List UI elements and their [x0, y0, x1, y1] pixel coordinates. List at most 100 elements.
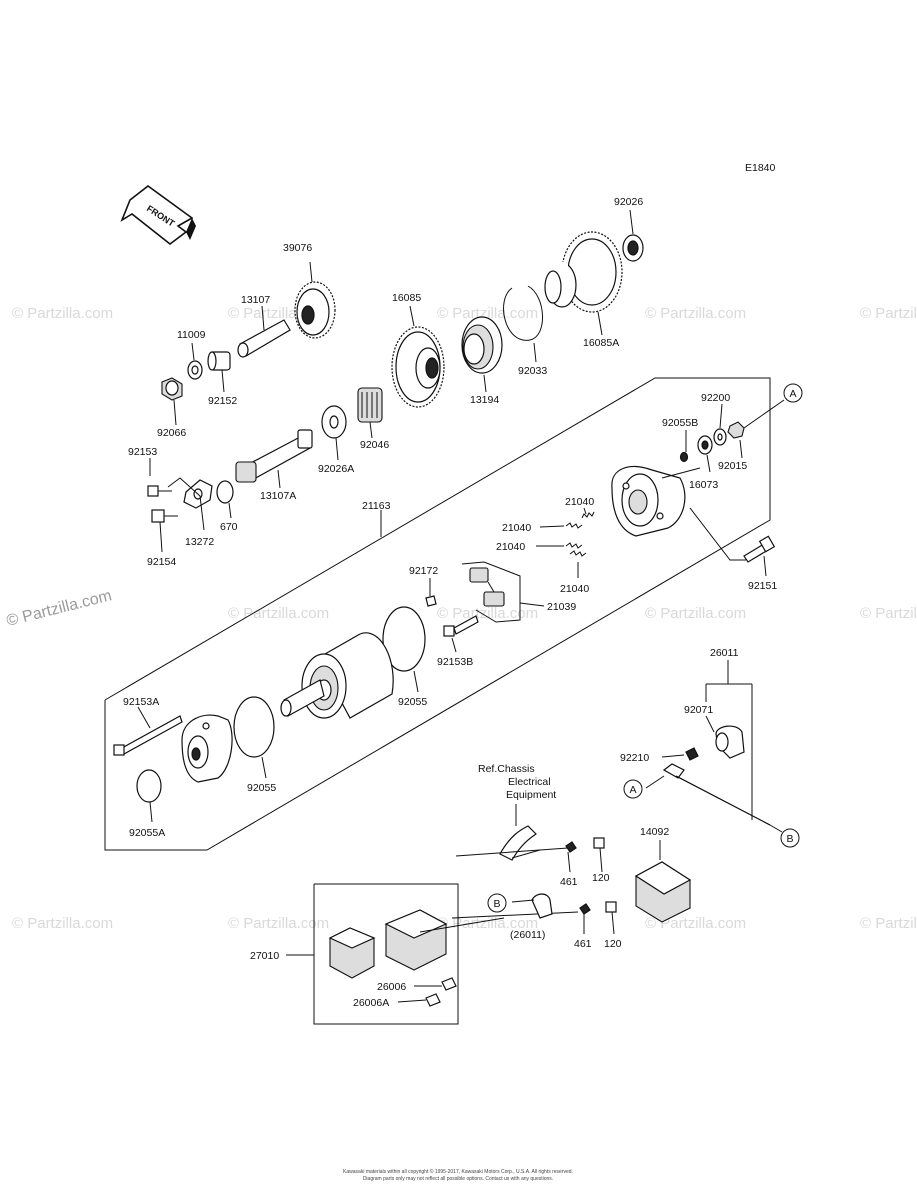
part-number-label: 21039 [547, 601, 576, 613]
part-92071 [705, 715, 745, 759]
part-13272 [167, 477, 213, 531]
part-92026 [622, 209, 644, 262]
part-number-label: 92154 [147, 556, 176, 568]
part-21040-springs [536, 507, 595, 578]
part-number-label: 26011 [710, 647, 739, 659]
part-number-label: 92153 [128, 446, 157, 458]
svg-text:Equipment: Equipment [506, 789, 556, 801]
part-number-label: 11009 [177, 329, 206, 341]
part-number-label: 92151 [748, 580, 777, 592]
part-number-label: 16073 [689, 479, 718, 491]
diagram-code: E1840 [745, 162, 776, 174]
reference-note: Ref.Chassis Electrical Equipment [478, 763, 556, 801]
part-number-label: 14092 [640, 826, 669, 838]
part-motor-yoke [280, 632, 394, 719]
part-number-label: 92033 [518, 365, 547, 377]
part-92046 [357, 387, 383, 439]
part-number-label: 21163 [362, 500, 391, 512]
part-rear-cover [611, 466, 701, 537]
part-number-label: 27010 [250, 950, 279, 962]
part-number-label: 16085 [392, 292, 421, 304]
watermark: © Partzilla.com [437, 605, 538, 622]
part-number-label: 92015 [718, 460, 747, 472]
part-number-label: 92055A [129, 827, 165, 839]
part-670 [216, 480, 234, 519]
part-26011-short-cable [511, 893, 617, 935]
part-number-label: 92172 [409, 565, 438, 577]
front-arrow-icon: FRONT [120, 184, 196, 246]
part-92066 [161, 377, 183, 426]
part-number-label: 92210 [620, 752, 649, 764]
svg-text:A: A [789, 388, 796, 400]
part-number-label: 16085A [583, 337, 619, 349]
part-labels: 92026 39076 16085 13107 11009 92152 9206… [123, 196, 777, 1009]
part-number-label: 13107A [260, 490, 296, 502]
part-21039 [461, 561, 545, 623]
part-92151 [689, 507, 776, 577]
part-39076 [294, 261, 336, 339]
part-14092 [634, 840, 692, 923]
watermark: © Partzilla.com [860, 305, 917, 322]
part-92055-oring-upper [382, 606, 426, 693]
assembly-21163-outline [104, 377, 771, 851]
part-92015 [727, 421, 745, 459]
part-number-label: 92026A [318, 463, 354, 475]
watermark: © Partzilla.com [12, 305, 113, 322]
part-number-label: 13194 [470, 394, 499, 406]
part-number-label: 39076 [283, 242, 312, 254]
part-16073 [697, 435, 713, 473]
watermark: © Partzilla.com [228, 605, 329, 622]
part-92200 [713, 403, 727, 446]
watermark: © Partzilla.com [860, 915, 917, 932]
part-27010-box [286, 883, 505, 1025]
part-number-label: 92066 [157, 427, 186, 439]
part-92153A [113, 706, 183, 756]
part-26011-cable [645, 763, 783, 833]
part-number-label: 92071 [684, 704, 713, 716]
part-92033 [503, 285, 543, 363]
watermark: © Partzilla.com [645, 605, 746, 622]
part-number-label: 92153A [123, 696, 159, 708]
part-number-label: 21040 [502, 522, 531, 534]
part-number-label: 92055 [247, 782, 276, 794]
part-92055B [679, 430, 689, 463]
watermark: © Partzilla.com [437, 915, 538, 932]
watermark-main: © Partzilla.com [5, 587, 114, 630]
callout-a-upper: A [783, 383, 803, 403]
part-number-label: 13272 [185, 536, 214, 548]
svg-text:Kawasaki materials within all: Kawasaki materials within all copyright … [343, 1168, 573, 1175]
watermark: © Partzilla.com [12, 915, 113, 932]
part-number-label: 21040 [560, 583, 589, 595]
svg-text:B: B [493, 898, 500, 910]
part-92055A [136, 769, 162, 823]
part-13107 [237, 305, 291, 358]
part-number-label: 92055B [662, 417, 698, 429]
part-92210 [661, 747, 699, 761]
svg-text:B: B [786, 833, 793, 845]
part-number-label: 120 [592, 872, 610, 884]
part-number-label: 13107 [241, 294, 270, 306]
part-number-label: 120 [604, 938, 622, 950]
part-number-label: 21040 [496, 541, 525, 553]
part-92055-oring-lower [233, 696, 275, 779]
part-number-label: 461 [560, 876, 578, 888]
watermark: © Partzilla.com [860, 605, 917, 622]
watermark: © Partzilla.com [645, 305, 746, 322]
svg-text:A: A [629, 784, 636, 796]
part-number-label: 461 [574, 938, 592, 950]
copyright-footer: Kawasaki materials within all copyright … [343, 1168, 573, 1182]
part-front-cover [181, 714, 233, 783]
part-26006 [414, 977, 457, 991]
part-16085A [544, 231, 623, 336]
svg-text:Diagram parts only may not ref: Diagram parts only may not reflect all p… [363, 1176, 553, 1182]
part-92153B [443, 615, 479, 653]
part-92026A [321, 405, 347, 461]
callout-b-lower: B [487, 893, 507, 913]
part-92153 [147, 458, 172, 497]
part-92172 [425, 578, 437, 607]
part-13107A [235, 429, 313, 489]
svg-text:Electrical: Electrical [508, 776, 551, 788]
part-ref-bracket [499, 804, 605, 873]
part-number-label: 92055 [398, 696, 427, 708]
